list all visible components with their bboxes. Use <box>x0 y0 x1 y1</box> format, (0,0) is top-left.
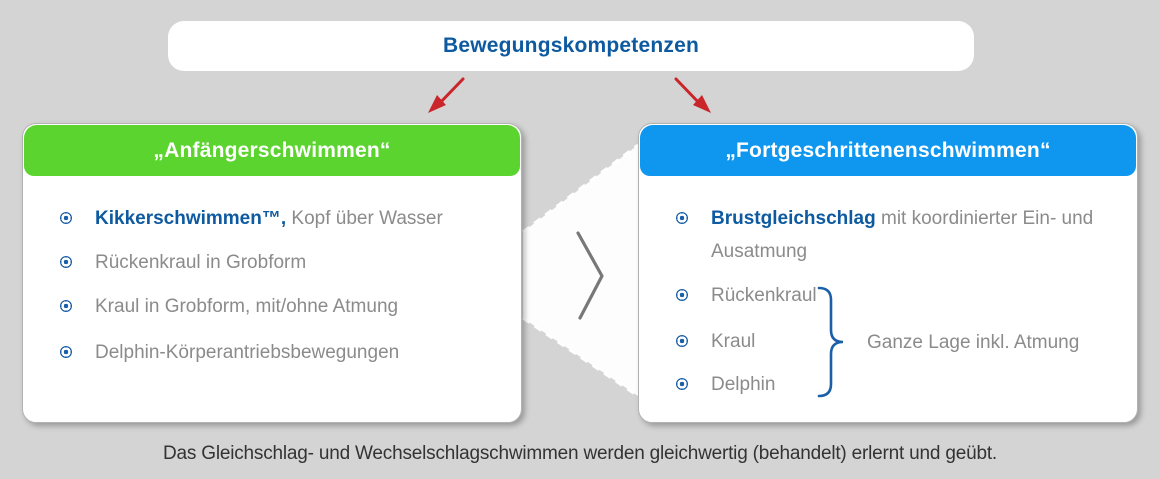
red-arrow-left-icon <box>428 77 465 113</box>
curly-brace-icon <box>817 286 844 398</box>
funnel-top-dashed-line <box>522 143 639 234</box>
funnel-bottom-dashed-line <box>522 316 639 398</box>
red-arrow-right-icon <box>674 77 711 113</box>
list-item: Delphin <box>676 368 775 401</box>
target-bullet-icon <box>676 378 688 390</box>
target-bullet-icon <box>676 212 688 224</box>
advanced-swimming-panel: „Fortgeschrittenenschwimmen“ Brustgleich… <box>638 123 1138 423</box>
list-item: Rückenkraul in Grobform <box>60 246 306 279</box>
target-bullet-icon <box>676 335 688 347</box>
item-text: Delphin-Körperantriebsbewegungen <box>95 342 400 363</box>
list-item: Delphin-Körperantriebsbewegungen <box>60 336 399 369</box>
beginner-swimming-panel: „Anfängerschwimmen“ Kikkerschwimmen™, Ko… <box>22 123 522 423</box>
item-text: Rückenkraul <box>711 285 817 306</box>
item-text: Rückenkraul in Grobform <box>95 252 307 273</box>
target-bullet-icon <box>60 346 72 358</box>
list-item: Kraul in Grobform, mit/ohne Atmung <box>60 290 398 323</box>
list-item: Rückenkraul <box>676 279 817 312</box>
advanced-panel-header: „Fortgeschrittenenschwimmen“ <box>640 125 1136 176</box>
target-bullet-icon <box>60 300 72 312</box>
page-title: Bewegungskompetenzen <box>442 34 700 57</box>
list-item: Kikkerschwimmen™, Kopf über Wasser <box>60 202 443 235</box>
list-item: Brustgleichschlag mit koordinierter Ein-… <box>676 202 1131 268</box>
caption-text: Das Gleichschlag- und Wechselschlagschwi… <box>163 443 997 464</box>
item-lead-text: Kikkerschwimmen™, <box>95 208 287 229</box>
item-lead-text: Brustgleichschlag <box>711 208 876 229</box>
funnel-shape <box>523 145 638 396</box>
list-item: Kraul <box>676 325 755 358</box>
target-bullet-icon <box>60 256 72 268</box>
target-bullet-icon <box>676 289 688 301</box>
beginner-panel-header: „Anfängerschwimmen“ <box>24 125 520 176</box>
title-box: Bewegungskompetenzen <box>168 21 974 71</box>
item-text: Kopf über Wasser <box>286 208 443 229</box>
item-text: mit koordinierter Ein- und Ausatmung <box>711 208 1094 262</box>
target-bullet-icon <box>60 212 72 224</box>
item-text: Kraul <box>711 331 756 352</box>
item-text: Kraul in Grobform, mit/ohne Atmung <box>95 296 399 317</box>
brace-label: Ganze Lage inkl. Atmung <box>867 332 1080 353</box>
chevron-right-icon <box>576 231 604 320</box>
item-text: Delphin <box>711 374 776 395</box>
